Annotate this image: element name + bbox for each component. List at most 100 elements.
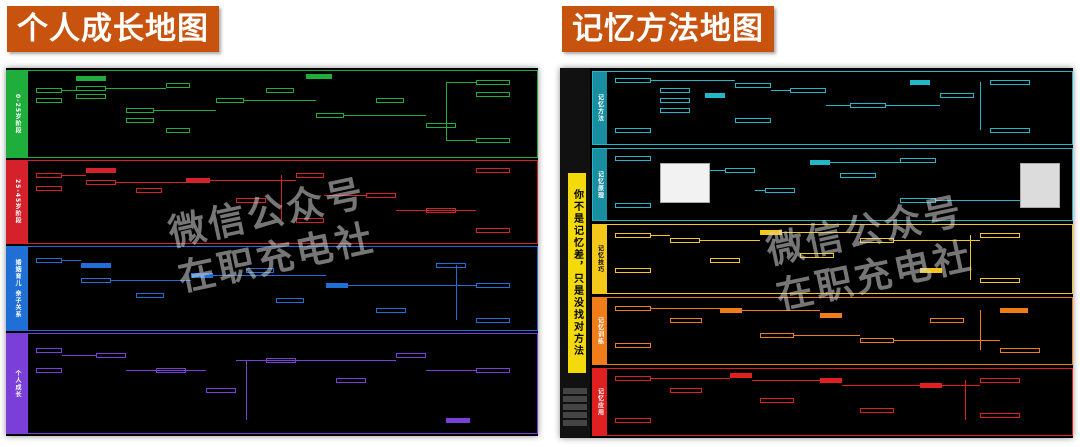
band-label: 记忆原理 [596, 170, 604, 199]
map-node [376, 98, 404, 103]
map-node [735, 83, 771, 88]
band-label: 0-25岁阶段 [14, 93, 21, 134]
map-node [476, 228, 510, 233]
map-node [980, 278, 1020, 283]
map-node [1020, 163, 1060, 208]
band-label: 记忆应用 [596, 388, 604, 416]
map-node [236, 198, 266, 203]
map-node [76, 94, 106, 99]
map-node [81, 278, 111, 283]
map-node [660, 108, 690, 113]
personal-growth-map: 0-25岁阶段 25-45岁阶段 婚姻育儿 亲子关系 个人成长 [6, 68, 538, 436]
map-node [36, 186, 62, 191]
map-node [710, 258, 740, 263]
map-node [476, 368, 510, 373]
memory-method-map: 你不是记忆差，只是没找对方法 记忆方法 记忆原理 记忆技巧 记忆训练 记忆应用 [560, 68, 1073, 438]
map-node [296, 218, 324, 223]
band-memory-training: 记忆训练 [592, 297, 1073, 365]
map-node [820, 378, 842, 383]
map-node [990, 80, 1030, 85]
map-node [306, 74, 332, 79]
map-node [476, 92, 510, 97]
map-node [810, 160, 830, 165]
map-node [206, 388, 236, 393]
map-node [990, 128, 1030, 133]
map-node [615, 78, 651, 83]
map-node [86, 168, 116, 173]
band-memory-techniques: 记忆技巧 [592, 224, 1073, 294]
sidebar-mini-labels [563, 386, 587, 428]
map-node [660, 163, 710, 203]
map-node [476, 318, 510, 323]
map-node [980, 413, 1020, 418]
map-node [1000, 308, 1028, 313]
map-node [76, 76, 106, 81]
map-node [820, 313, 842, 318]
left-map-title: 个人成长地图 [7, 6, 219, 52]
map-node [436, 263, 466, 268]
map-node [186, 178, 210, 183]
band-label: 婚姻育儿 亲子关系 [14, 258, 21, 319]
map-node [760, 333, 794, 338]
map-node [920, 268, 942, 273]
map-node [36, 88, 62, 93]
map-node [800, 253, 834, 258]
map-node [660, 98, 690, 103]
map-node [36, 98, 62, 103]
map-node [216, 98, 244, 103]
map-node [850, 103, 886, 108]
map-node [760, 230, 782, 235]
band-label: 25-45岁阶段 [14, 179, 21, 225]
map-node [476, 138, 510, 143]
band-label: 记忆训练 [596, 317, 604, 345]
map-node [366, 193, 396, 198]
map-node [615, 418, 651, 423]
map-node [615, 156, 651, 161]
map-node [166, 83, 190, 88]
side-slogan: 你不是记忆差，只是没找对方法 [568, 173, 586, 373]
map-node [36, 368, 62, 373]
map-node [96, 353, 126, 358]
map-node [615, 233, 651, 238]
map-node [660, 88, 690, 93]
band-personal-growth: 个人成长 [6, 333, 538, 434]
map-node [900, 158, 936, 163]
band-label: 记忆方法 [596, 94, 604, 122]
map-node [670, 388, 702, 393]
map-node [980, 378, 1020, 383]
map-node [36, 173, 62, 178]
map-node [860, 408, 894, 413]
map-node [476, 168, 510, 173]
map-node [615, 306, 651, 311]
map-node [476, 283, 510, 288]
map-node [396, 353, 426, 358]
map-node [136, 293, 164, 298]
map-node [920, 383, 942, 388]
map-node [426, 123, 456, 128]
map-node [36, 348, 62, 353]
map-node [246, 268, 274, 273]
map-node [940, 93, 974, 98]
map-node [615, 376, 651, 381]
map-node [166, 128, 190, 133]
map-sidebar: 你不是记忆差，只是没找对方法 [560, 68, 590, 438]
right-map-title: 记忆方法地图 [562, 6, 774, 52]
map-node [276, 298, 304, 303]
map-node [980, 233, 1020, 238]
band-age-0-25: 0-25岁阶段 [6, 70, 538, 158]
map-node [910, 80, 930, 85]
map-node [705, 93, 725, 98]
map-node [840, 173, 876, 178]
band-label: 个人成长 [14, 369, 21, 398]
map-node [81, 263, 111, 268]
map-node [266, 88, 294, 93]
map-node [86, 180, 116, 185]
map-node [316, 113, 344, 118]
map-node [376, 308, 406, 313]
map-node [136, 188, 162, 193]
band-age-25-45: 25-45岁阶段 [6, 160, 538, 244]
map-node [725, 168, 755, 173]
map-node [191, 273, 213, 278]
map-node [615, 128, 651, 133]
map-node [670, 238, 700, 243]
